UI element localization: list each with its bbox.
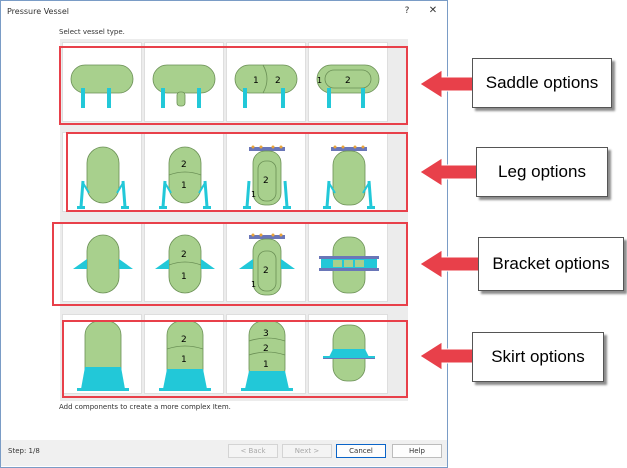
saddle-jacketed-icon: 1 2 <box>316 64 380 108</box>
section-label: 2 <box>181 160 187 170</box>
vessel-option-leg-two-section[interactable]: 2 1 <box>144 132 224 212</box>
vessel-option-skirt-three-section[interactable]: 3 2 1 <box>226 314 306 394</box>
vessel-option-leg-jacketed[interactable]: 2 1 <box>226 132 306 212</box>
bracket-options-callout: Bracket options <box>478 237 624 291</box>
step-indicator: Step: 1/8 <box>8 447 40 455</box>
section-label: 2 <box>181 250 187 260</box>
section-label: 1 <box>251 280 256 289</box>
instruction-text: Select vessel type. <box>59 28 125 36</box>
leg-arrow-icon <box>419 157 479 187</box>
title-bar: Pressure Vessel ? ✕ <box>1 1 447 23</box>
section-label: 1 <box>251 190 256 199</box>
section-label: 3 <box>263 329 269 339</box>
skirt-two-section-icon: 2 1 <box>159 320 211 391</box>
cancel-button[interactable]: Cancel <box>336 444 386 458</box>
skirt-single-icon <box>77 320 129 391</box>
vessel-option-skirt-short[interactable] <box>308 314 388 394</box>
vessel-option-leg-flanged[interactable] <box>308 132 388 212</box>
leg-options-callout: Leg options <box>476 147 608 197</box>
skirt-options-callout: Skirt options <box>472 332 604 382</box>
skirt-short-icon <box>323 324 375 382</box>
help-button[interactable]: Help <box>392 444 442 458</box>
section-label: 1 <box>317 76 322 85</box>
section-label: 2 <box>345 76 351 86</box>
saddle-nozzle-icon <box>152 64 216 108</box>
bracket-two-section-icon: 2 1 <box>155 234 215 294</box>
bracket-arrow-icon <box>419 249 483 279</box>
bracket-single-icon <box>73 234 133 294</box>
section-label: 2 <box>181 335 187 345</box>
help-icon[interactable]: ? <box>404 6 410 16</box>
bracket-panel-icon <box>319 236 379 294</box>
section-label: 1 <box>181 355 187 365</box>
section-label: 2 <box>263 266 269 276</box>
skirt-three-section-icon: 3 2 1 <box>241 320 293 391</box>
saddle-options-callout: Saddle options <box>472 58 612 108</box>
section-label: 2 <box>275 76 281 86</box>
close-icon[interactable]: ✕ <box>428 5 438 16</box>
back-button[interactable]: < Back <box>228 444 278 458</box>
leg-two-section-icon: 2 1 <box>159 146 211 209</box>
section-label: 2 <box>263 344 269 354</box>
vessel-option-skirt-two-section[interactable]: 2 1 <box>144 314 224 394</box>
saddle-two-section-icon: 1 2 <box>234 64 298 108</box>
section-label: 1 <box>263 360 269 370</box>
leg-jacketed-icon: 2 1 <box>243 145 291 209</box>
saddle-arrow-icon <box>419 69 479 99</box>
vessel-option-saddle-horizontal[interactable] <box>62 42 142 122</box>
vessel-option-leg-single[interactable] <box>62 132 142 212</box>
leg-flanged-icon <box>323 145 375 209</box>
vessel-option-skirt-single[interactable] <box>62 314 142 394</box>
section-label: 2 <box>263 176 269 186</box>
next-button[interactable]: Next > <box>282 444 332 458</box>
footer-note: Add components to create a more complex … <box>59 403 231 411</box>
section-label: 1 <box>181 272 187 282</box>
saddle-horizontal-icon <box>70 64 134 108</box>
section-label: 1 <box>181 181 187 191</box>
vessel-option-saddle-two-section[interactable]: 1 2 <box>226 42 306 122</box>
window-title: Pressure Vessel <box>7 7 69 16</box>
skirt-arrow-icon <box>419 341 479 371</box>
vessel-option-saddle-jacketed[interactable]: 1 2 <box>308 42 388 122</box>
bracket-jacketed-icon: 2 1 <box>239 233 295 296</box>
vessel-option-saddle-horizontal-nozzle[interactable] <box>144 42 224 122</box>
section-label: 1 <box>253 76 259 86</box>
leg-single-icon <box>77 146 129 209</box>
